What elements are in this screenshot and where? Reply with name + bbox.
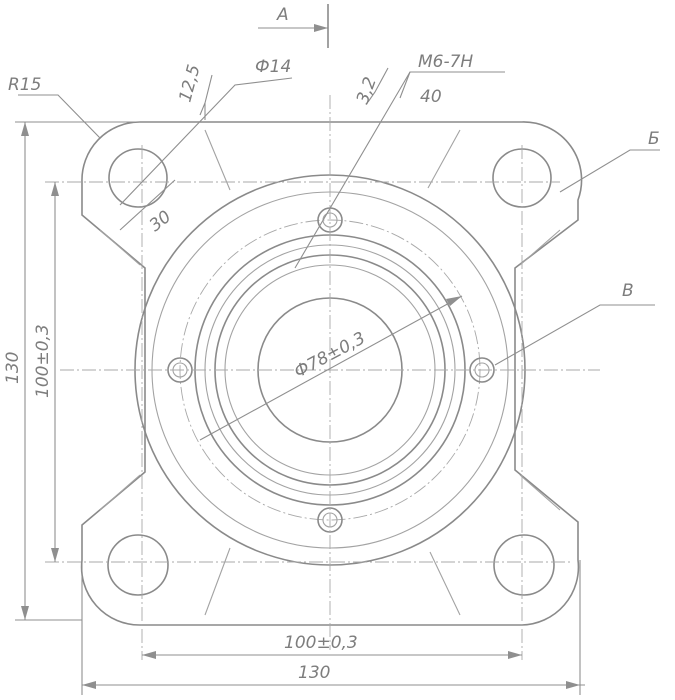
leader-thread-2 [399,71,411,99]
bolt-holes [107,148,555,596]
dimensions [15,4,660,695]
label-height-total: 130 [3,352,23,384]
center-lines [45,95,600,660]
ear-bottom-left [99,474,231,616]
arrow [446,296,462,306]
label-radius: R15 [8,75,41,95]
bolt-hole-bottom-right [493,534,555,596]
label-bore-diameter: Ф78±0,3 [291,328,369,382]
arrow [21,606,29,620]
arrow [82,681,96,689]
leader-chamfer [119,179,176,231]
ear-bottom-right [429,474,561,616]
dim-bore-diameter [199,295,463,441]
label-width-bolt: 100±0,3 [284,633,358,653]
leader-ref-b [559,149,660,193]
arrow [314,24,328,32]
label-view-a: А [276,5,289,25]
arrow [508,651,522,659]
leader-ref-v [494,304,655,366]
label-ref-b: Б [648,129,660,149]
label-roughness-1: 12,5 [176,63,205,105]
leader-hole-dia [119,77,293,206]
bolt-hole-bottom-left [107,534,169,596]
labels: А R15 12,5 Ф14 3,2 М6-7Н 40 Б В Ф78±0,3 … [3,5,660,683]
arrow [21,122,29,136]
ear-top-left [99,129,231,266]
flange-outline [80,121,583,626]
arrow [566,681,580,689]
ear-top-right [427,129,561,266]
label-thread-depth: 40 [420,87,442,107]
roughness-mark-2 [367,67,389,103]
label-chamfer: 30 [146,207,175,236]
label-width-total: 130 [298,663,330,683]
label-ref-v: В [622,281,634,301]
bolt-hole-top-left [108,148,168,208]
label-thread: М6-7Н [418,52,473,72]
flange-body [80,121,583,626]
leader-radius [18,94,101,139]
label-roughness-2: 3,2 [353,74,381,106]
arrow [51,182,59,196]
arrow [51,548,59,562]
label-height-bolt: 100±0,3 [33,324,53,398]
label-hole-dia: Ф14 [255,57,291,77]
arrow [142,651,156,659]
roughness-mark-1 [199,74,213,116]
